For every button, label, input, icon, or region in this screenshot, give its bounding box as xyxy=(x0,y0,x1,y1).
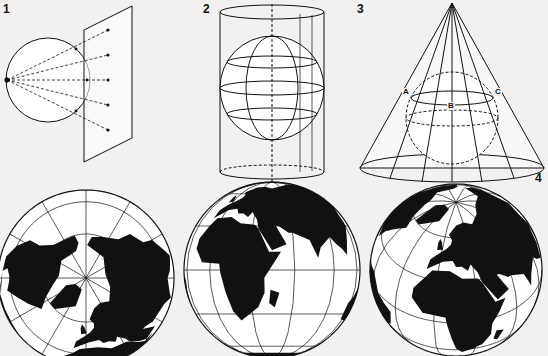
landmass xyxy=(242,353,302,356)
landmass xyxy=(50,284,82,309)
globe xyxy=(184,182,360,356)
conic-figure xyxy=(360,3,544,182)
globe-maps xyxy=(0,182,542,356)
point-label: C xyxy=(494,88,502,96)
landmass xyxy=(493,329,503,339)
landmass xyxy=(341,288,359,321)
landmass xyxy=(269,290,279,307)
globe xyxy=(370,184,542,356)
point-label: B xyxy=(447,102,455,110)
globe xyxy=(0,190,174,356)
figure-number: 1 xyxy=(3,3,10,15)
landmass xyxy=(184,274,193,309)
figure-number: 2 xyxy=(203,3,210,15)
figure-number: 3 xyxy=(357,3,364,15)
landmass xyxy=(0,294,19,334)
landmass xyxy=(437,239,443,250)
cylindrical-figure xyxy=(220,4,324,182)
point-label: A xyxy=(402,88,410,96)
azimuthal-figure xyxy=(5,6,132,162)
figure-number: 4 xyxy=(535,172,542,184)
landmass xyxy=(214,184,347,257)
